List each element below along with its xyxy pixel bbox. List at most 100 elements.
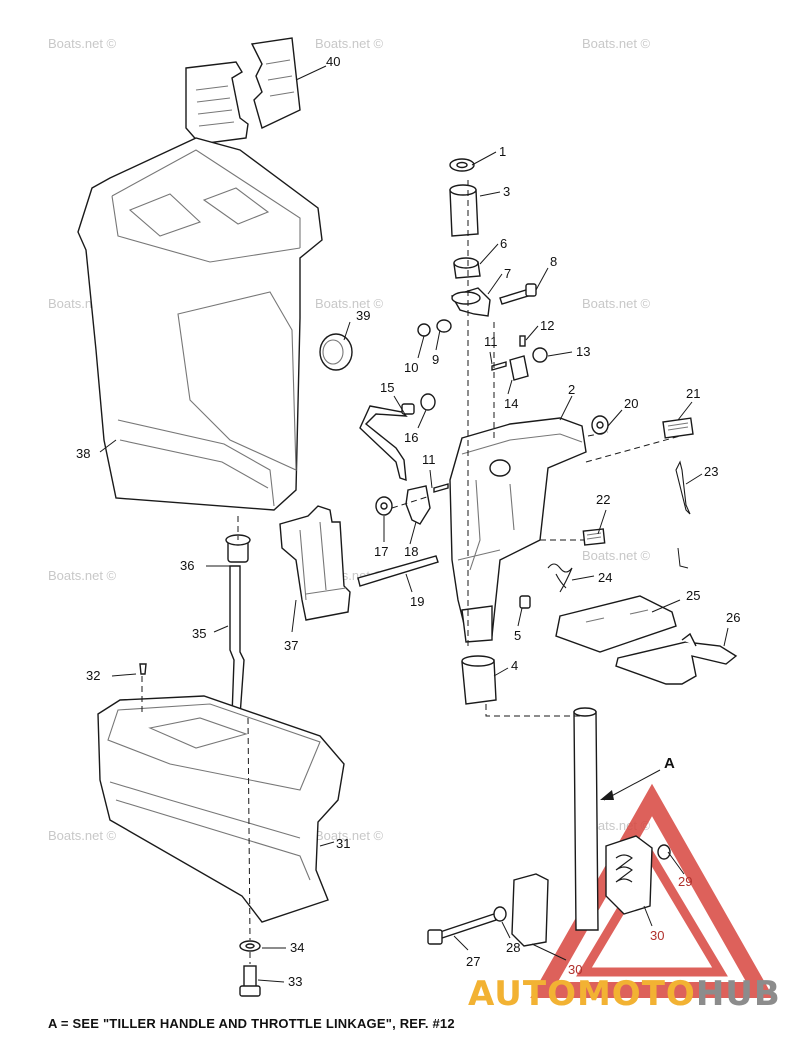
part-32-pin (139, 663, 147, 675)
watermark: Boats.net © (315, 36, 384, 51)
part-22-decal (582, 528, 606, 546)
part-19-shaft (357, 555, 439, 587)
part-1-washer (449, 158, 475, 172)
part-21-decal (662, 417, 694, 439)
part-28-washer (493, 906, 507, 922)
watermark: Boats.net © (582, 548, 651, 563)
part-7-clamp (450, 287, 491, 317)
watermark: Boats.net © (315, 828, 384, 843)
part-23-cable (675, 460, 691, 569)
callout-22: 22 (596, 492, 610, 507)
part-33-bolt (239, 965, 261, 997)
callout-12: 12 (540, 318, 554, 333)
callout-19: 19 (410, 594, 424, 609)
reference-letter-a: A (664, 755, 675, 772)
callout-37: 37 (284, 638, 298, 653)
part-10-washer (417, 323, 431, 337)
part-11-pin (433, 361, 507, 493)
watermark: Boats.net © (48, 36, 117, 51)
steering-tube (573, 707, 599, 931)
part-40-covers (185, 37, 301, 145)
watermark: Boats.net © (582, 296, 651, 311)
callout-21: 21 (686, 386, 700, 401)
part-30-clamp-block (511, 873, 549, 947)
part-16-bushing (420, 393, 436, 411)
part-26-lever (615, 632, 738, 685)
part-9-nut (436, 319, 452, 333)
callout-34: 34 (290, 940, 304, 955)
callout-33: 33 (288, 974, 302, 989)
part-34-washer (239, 940, 261, 952)
part-6-bushing (453, 257, 481, 279)
callout-40: 40 (326, 54, 340, 69)
callout-36: 36 (180, 558, 194, 573)
leader-lines (99, 65, 729, 983)
callout-26: 26 (726, 610, 740, 625)
callout-35: 35 (192, 626, 206, 641)
automotohub-logo: AUTOMOTOHUB (468, 974, 781, 1014)
part-18-bracket (405, 485, 431, 525)
part-17-washer (375, 496, 393, 516)
callout-1: 1 (499, 144, 506, 159)
part-3-bushing (449, 184, 479, 237)
callout-29: 29 (678, 874, 692, 889)
part-25-plate (555, 595, 677, 653)
part-31-lower-housing (97, 695, 345, 923)
callout-17: 17 (374, 544, 388, 559)
arrowhead-icon (600, 790, 614, 800)
part-20-washer (591, 415, 609, 435)
callout-4: 4 (511, 658, 518, 673)
logo-part2: HUB (695, 974, 781, 1014)
callout-25: 25 (686, 588, 700, 603)
callout-2: 2 (568, 382, 575, 397)
callout-16: 16 (404, 430, 418, 445)
diagram-caption: A = SEE "TILLER HANDLE AND THROTTLE LINK… (48, 1016, 455, 1031)
part-35-tube (229, 565, 245, 717)
callout-10: 10 (404, 360, 418, 375)
watermark: Boats.net © (48, 568, 117, 583)
part-13-nut (532, 347, 548, 363)
part-37-bracket (279, 505, 351, 621)
callout-9: 9 (432, 352, 439, 367)
callout-23: 23 (704, 464, 718, 479)
callout-18: 18 (404, 544, 418, 559)
callout-30-left: 30 (568, 962, 582, 977)
part-27-bolt (427, 913, 497, 945)
callout-3: 3 (503, 184, 510, 199)
watermark: Boats.net © (315, 296, 384, 311)
callout-20: 20 (624, 396, 638, 411)
callout-24: 24 (598, 570, 612, 585)
callout-32: 32 (86, 668, 100, 683)
part-30-clamp (605, 835, 653, 915)
part-2-swivel-bracket (449, 417, 587, 643)
assembly-lines (141, 180, 681, 964)
watermark: Boats.net © (48, 828, 117, 843)
part-24-spring (547, 563, 573, 593)
part-8-screw (499, 283, 537, 305)
callout-13: 13 (576, 344, 590, 359)
callout-28: 28 (506, 940, 520, 955)
callout-11-lower: 11 (422, 452, 436, 467)
part-12-pin (519, 335, 526, 347)
callout-27: 27 (466, 954, 480, 969)
part-38-housing (77, 137, 323, 511)
callout-38: 38 (76, 446, 90, 461)
callout-7: 7 (504, 266, 511, 281)
callout-31: 31 (336, 836, 350, 851)
callout-39: 39 (356, 308, 370, 323)
part-4-bushing (461, 655, 497, 705)
callout-14: 14 (504, 396, 518, 411)
callout-8: 8 (550, 254, 557, 269)
part-29-nut (657, 844, 671, 860)
part-39-plug (319, 333, 353, 371)
callout-11-upper: 11 (484, 334, 498, 349)
callout-6: 6 (500, 236, 507, 251)
callout-15: 15 (380, 380, 394, 395)
callout-30-right: 30 (650, 928, 664, 943)
part-5-screw (519, 595, 531, 609)
logo-part1: AUTOMOTO (468, 974, 696, 1014)
part-14-block (509, 355, 529, 381)
callout-5: 5 (514, 628, 521, 643)
watermark: Boats.net © (582, 36, 651, 51)
